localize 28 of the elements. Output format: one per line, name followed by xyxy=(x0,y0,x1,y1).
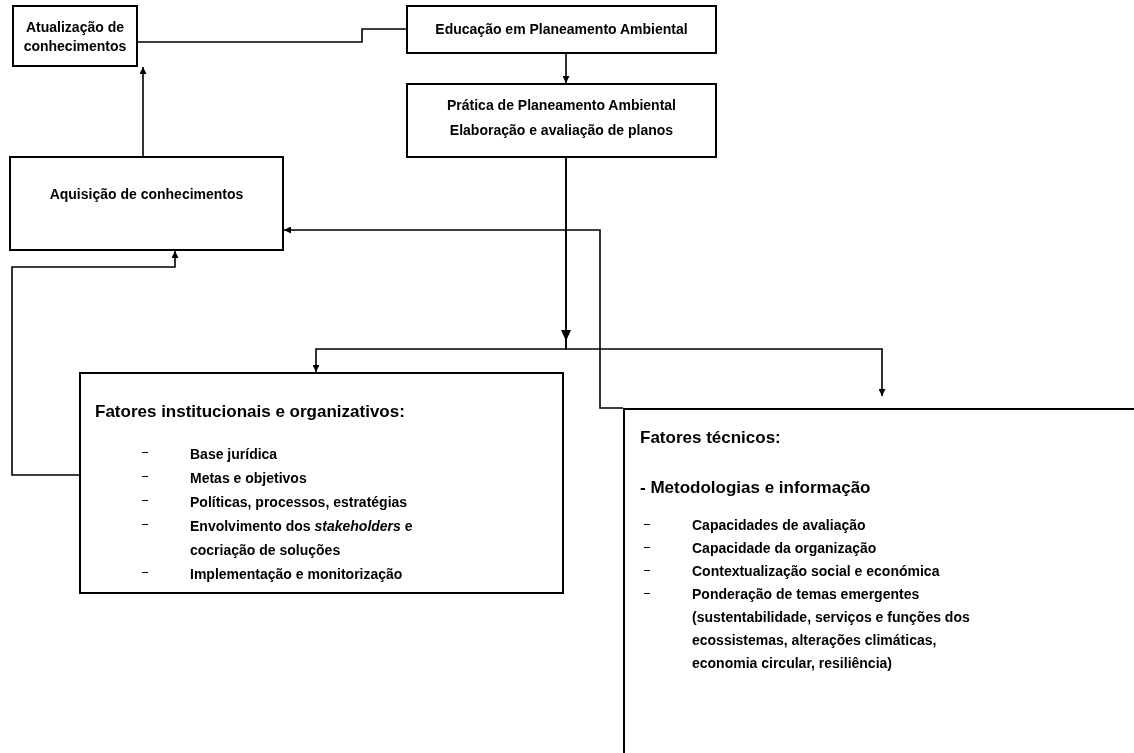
list-item: Capacidade da organização xyxy=(692,539,878,558)
list-item: Capacidades de avaliação xyxy=(692,516,867,535)
process-box xyxy=(406,83,717,158)
list-item: Políticas, processos, estratégias xyxy=(190,493,409,512)
box-label: Aquisição de conhecimentos xyxy=(48,185,245,204)
list-item: Ponderação de temas emergentes (sustentabilidade, serviços e funções dos ecossistemas, alterações climáticas, economia circular, resiliência) xyxy=(692,585,971,673)
arrow xyxy=(283,226,624,409)
box-title: Prática de Planeamento Ambiental xyxy=(446,96,677,115)
box-heading: Fatores técnicos: xyxy=(640,428,781,447)
process-box xyxy=(12,5,138,67)
factor-box xyxy=(79,372,564,594)
box-label: Educação em Planeamento Ambiental xyxy=(434,20,689,39)
box-label: Atualização de conhecimentos xyxy=(22,18,128,56)
list-item: Contextualização social e económica xyxy=(692,562,941,581)
list-item: Base jurídica xyxy=(190,445,279,464)
box-heading: Fatores institucionais e organizativos: xyxy=(95,402,405,421)
factor-box xyxy=(623,408,1134,753)
box-subheading: - Metodologias e informação xyxy=(640,478,871,497)
arrow xyxy=(11,250,179,476)
process-box xyxy=(406,5,717,54)
box-subtitle: Elaboração e avaliação de planos xyxy=(448,121,675,140)
list-item: Envolvimento dos stakeholders e cocriação de soluções xyxy=(190,517,414,560)
arrow xyxy=(565,157,886,397)
arrow xyxy=(562,53,570,84)
list-item: Metas e objetivos xyxy=(190,469,308,488)
list-item: Implementação e monitorização xyxy=(190,565,404,584)
arrow xyxy=(139,66,147,157)
process-box xyxy=(9,156,284,251)
